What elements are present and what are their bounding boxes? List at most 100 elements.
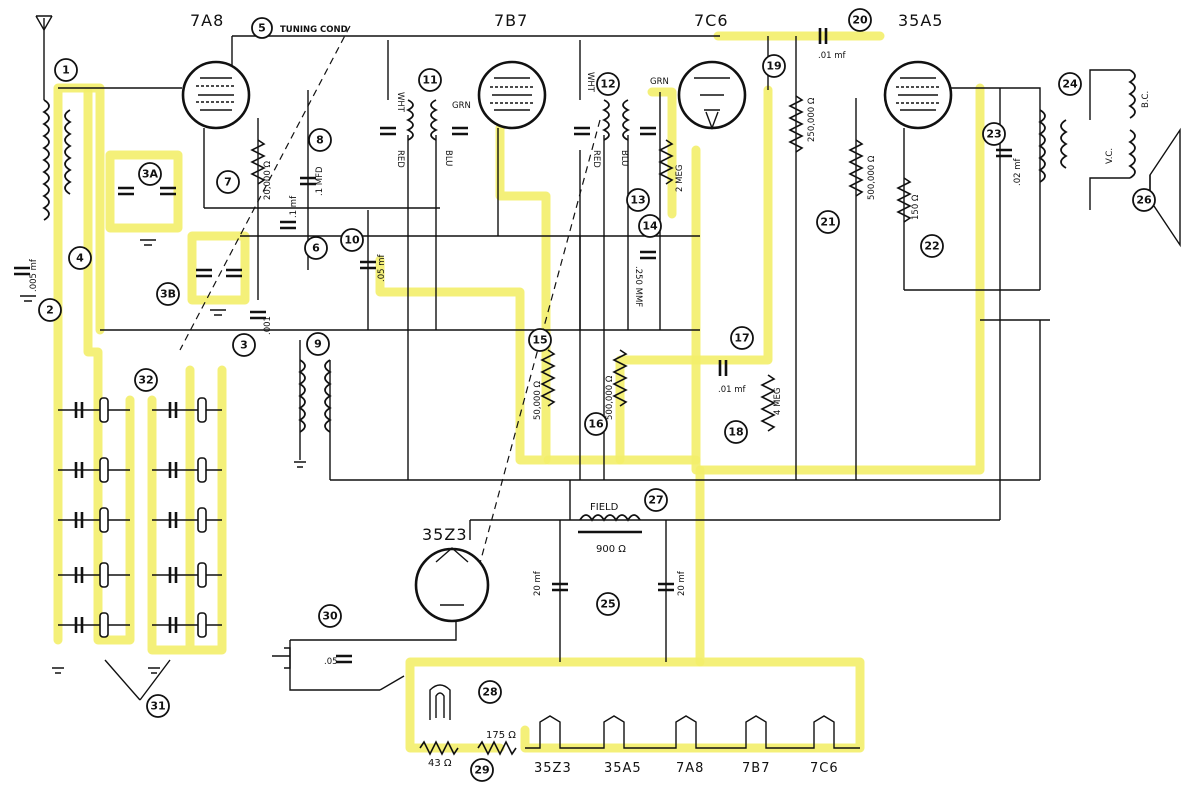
callout-17: 17	[730, 326, 754, 350]
tube-label-7a8: 7A8	[190, 11, 224, 30]
callout-4: 4	[68, 246, 92, 270]
output-transformer-secondary	[1060, 119, 1068, 169]
bucking-coil	[1128, 129, 1136, 179]
label-c8: .1 MFD	[315, 166, 325, 196]
callout-25: 25	[596, 592, 620, 616]
resistor-13	[658, 139, 674, 185]
svg-text:32: 32	[138, 374, 153, 387]
svg-text:20: 20	[852, 14, 868, 27]
heater-labels: 35Z3 35A5 7A8 7B7 7C6	[534, 761, 839, 776]
label-c25a: 20 mf	[533, 570, 543, 596]
svg-text:3A: 3A	[142, 168, 159, 181]
label-red2: RED	[591, 150, 601, 168]
callout-23: 23	[982, 122, 1006, 146]
wiring	[35, 15, 1130, 691]
label-vc: V.C.	[1105, 148, 1115, 164]
callout-1: 1	[54, 58, 78, 82]
svg-text:3B: 3B	[160, 288, 176, 301]
label-r7: 20,000 Ω	[263, 161, 273, 200]
gang-link	[179, 25, 601, 601]
callout-3b: 3B	[156, 282, 180, 306]
svg-text:23: 23	[986, 128, 1001, 141]
svg-text:14: 14	[642, 220, 658, 233]
callout-14: 14	[638, 214, 662, 238]
label-blu2: BLU	[619, 150, 629, 166]
callout-8: 8	[308, 128, 332, 152]
svg-text:16: 16	[588, 418, 604, 431]
label-r16: 500,000 Ω	[605, 375, 615, 420]
label-c6: .1 mf	[289, 195, 299, 218]
label-c14: .250 MMF	[633, 266, 643, 307]
resistor-21	[848, 139, 864, 197]
label-c20: .01 mf	[818, 51, 846, 61]
callout-26: 26	[1132, 188, 1156, 212]
tube-35z3: 35Z3	[414, 525, 490, 623]
label-grn2: GRN	[650, 77, 669, 87]
resistor-16	[612, 349, 628, 407]
label-grn1: GRN	[452, 101, 471, 111]
svg-text:26: 26	[1136, 194, 1152, 207]
svg-text:17: 17	[734, 332, 749, 345]
label-bc: B.C.	[1141, 91, 1151, 108]
resistor-22	[896, 177, 912, 223]
callout-20: 20	[848, 8, 872, 32]
coil-9a	[298, 359, 306, 433]
label-r-b: 43 Ω	[428, 758, 452, 769]
label-wht2: WHT	[585, 72, 595, 93]
svg-text:31: 31	[150, 700, 165, 713]
svg-text:22: 22	[924, 240, 939, 253]
heater-label-35a5: 35A5	[604, 761, 642, 776]
label-red1: RED	[395, 150, 405, 168]
tube-label-7c6: 7C6	[694, 11, 729, 30]
callout-15: 15	[528, 328, 552, 352]
svg-text:8: 8	[316, 134, 324, 147]
callout-6: 6	[304, 236, 328, 260]
tube-label-35a5: 35A5	[898, 11, 943, 30]
callout-19: 19	[762, 54, 786, 78]
resistor-18	[760, 374, 776, 432]
callout-32: 32	[134, 368, 158, 392]
label-r21: 500,000 Ω	[867, 155, 877, 200]
pilot-lamp-28	[429, 684, 451, 720]
resistors	[250, 95, 912, 756]
callout-24: 24	[1058, 72, 1082, 96]
heater-label-7b7: 7B7	[742, 761, 770, 776]
power-plug	[272, 647, 405, 691]
heater-label-7a8: 7A8	[676, 761, 704, 776]
label-blu1: BLU	[443, 150, 453, 166]
tube-label-35z3: 35Z3	[422, 525, 468, 544]
label-wht1: WHT	[395, 92, 405, 113]
coils	[42, 69, 1136, 534]
antenna-coil	[42, 99, 50, 221]
svg-text:25: 25	[600, 598, 615, 611]
svg-text:15: 15	[532, 334, 547, 347]
capacitors	[14, 28, 1012, 664]
svg-text:11: 11	[422, 74, 437, 87]
callout-7: 7	[216, 170, 240, 194]
callout-16: 16	[584, 412, 608, 436]
resistor-15	[540, 349, 556, 407]
label-c30: .05	[324, 657, 338, 667]
if-transformer-11a	[405, 99, 414, 141]
label-tuning-cond: TUNING COND	[280, 25, 348, 35]
svg-text:21: 21	[820, 216, 835, 229]
label-r22: 150 Ω	[911, 194, 921, 220]
label-c25b: 20 mf	[677, 570, 687, 596]
svg-text:30: 30	[322, 610, 338, 623]
label-c2: .005 mf	[29, 258, 39, 292]
label-c10: .05 mf	[377, 254, 387, 282]
svg-text:6: 6	[312, 242, 320, 255]
svg-text:9: 9	[314, 338, 322, 351]
svg-text:19: 19	[766, 60, 781, 73]
if-transformer-12a	[601, 99, 610, 141]
svg-text:24: 24	[1062, 78, 1078, 91]
svg-text:18: 18	[728, 426, 743, 439]
component-labels: TUNING COND 20,000 Ω .1 MFD .1 mf .05 mf…	[29, 25, 1151, 769]
callout-3a: 3A	[138, 162, 162, 186]
tube-7b7: 7B7	[477, 11, 547, 130]
label-c5: .001	[263, 316, 273, 335]
highlighted-traces	[53, 31, 985, 753]
heater-label-7c6: 7C6	[810, 761, 839, 776]
callouts: 1 2 3 3A 3B 4 5 6 7 8 9 10 11 12 13 14 1…	[38, 8, 1156, 782]
